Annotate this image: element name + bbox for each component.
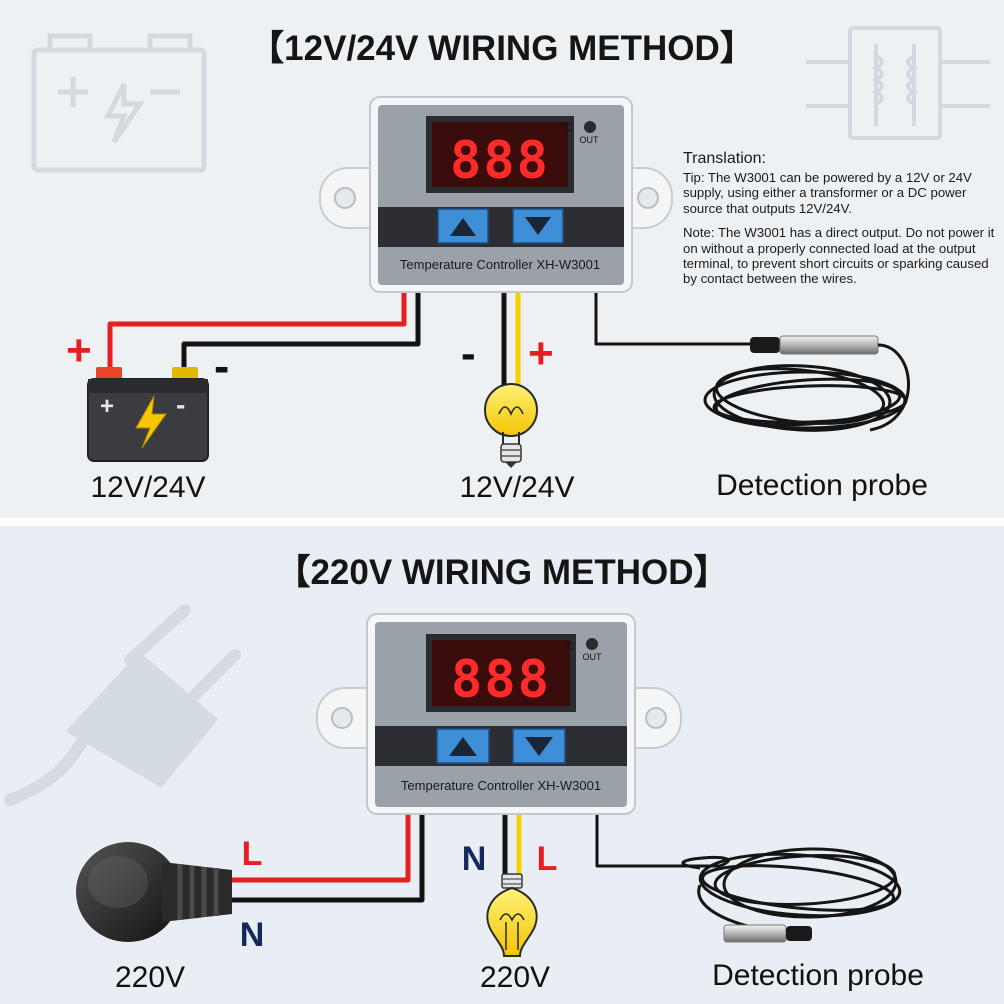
top-lamp-negative-sign: - <box>461 329 476 378</box>
bottom-lamp-icon <box>486 873 538 957</box>
top-probe-icon <box>703 335 910 432</box>
bottom-wires <box>232 812 720 903</box>
top-wires <box>107 290 752 390</box>
battery-negative-sign: - <box>214 340 229 392</box>
bottom-lamp-neutral-label: N <box>462 840 487 878</box>
celsius-unit: °C <box>560 122 572 134</box>
out-label: OUT <box>583 652 603 662</box>
top-lamp-icon <box>484 383 538 468</box>
button-strip <box>375 726 627 766</box>
battery-icon: + - <box>87 367 209 462</box>
out-label: OUT <box>580 135 600 145</box>
probe-lead-wire <box>594 290 752 346</box>
bottom-lamp-voltage-label: 220V <box>480 961 550 994</box>
bottom-probe-icon <box>681 847 902 943</box>
display-screen <box>432 640 570 706</box>
top-lamp-positive-sign: + <box>528 329 554 378</box>
out-indicator-led <box>586 638 598 650</box>
down-arrow-icon <box>525 737 553 756</box>
button-strip <box>378 207 624 247</box>
out-indicator-led <box>584 121 596 133</box>
note-warning: Note: The W3001 has a direct output. Do … <box>683 225 995 287</box>
temperature-display: 888 <box>451 650 551 710</box>
translation-note: Translation: Tip: The W3001 can be power… <box>683 150 1001 296</box>
bottom-probe-lead-wire <box>595 812 720 868</box>
bottom-probe-label: Detection probe <box>712 959 924 992</box>
top-probe-label: Detection probe <box>716 469 928 502</box>
battery-terminal-plus: + <box>100 393 114 420</box>
plug-live-label: L <box>242 835 263 873</box>
plug-voltage-label: 220V <box>115 961 185 994</box>
controller-model-label: Temperature Controller XH-W3001 <box>400 257 600 272</box>
battery-terminal-minus: - <box>176 389 185 420</box>
up-arrow-icon <box>449 737 477 756</box>
up-arrow-icon <box>450 218 476 236</box>
top-controller: 888 °C OUT Temperature Controller XH-W30… <box>319 96 673 293</box>
mount-hole-left <box>331 707 353 729</box>
mount-hole-right <box>637 187 659 209</box>
neutral-wire <box>232 812 425 903</box>
plug-icon <box>76 842 232 942</box>
bolt-icon <box>135 395 167 449</box>
live-wire <box>232 812 411 883</box>
note-tip: Tip: The W3001 can be powered by a 12V o… <box>683 170 972 216</box>
bottom-controller: 888 °C OUT Temperature Controller XH-W30… <box>316 613 682 815</box>
top-title: 【12V/24V WIRING METHOD】 <box>249 29 755 68</box>
controller-model-label: Temperature Controller XH-W3001 <box>401 778 601 793</box>
down-arrow-icon <box>525 217 551 235</box>
celsius-unit: °C <box>562 641 574 653</box>
battery-positive-wire <box>107 290 407 372</box>
plug-neutral-label: N <box>240 916 265 954</box>
bottom-lamp-live-label: L <box>537 840 558 878</box>
display-screen <box>432 122 568 187</box>
mount-hole-left <box>334 187 356 209</box>
plug-watermark-icon <box>4 604 241 806</box>
top-lamp-voltage-label: 12V/24V <box>459 471 574 504</box>
battery-positive-sign: + <box>66 326 92 375</box>
battery-negative-wire <box>181 290 421 372</box>
panel-divider <box>0 518 1004 526</box>
bottom-title: 【220V WIRING METHOD】 <box>275 553 728 592</box>
temperature-display: 888 <box>450 131 550 191</box>
note-heading: Translation: <box>683 150 766 167</box>
mount-hole-right <box>645 707 667 729</box>
transformer-watermark-icon <box>806 26 990 140</box>
battery-voltage-label: 12V/24V <box>90 471 205 504</box>
battery-watermark-icon <box>31 33 207 173</box>
